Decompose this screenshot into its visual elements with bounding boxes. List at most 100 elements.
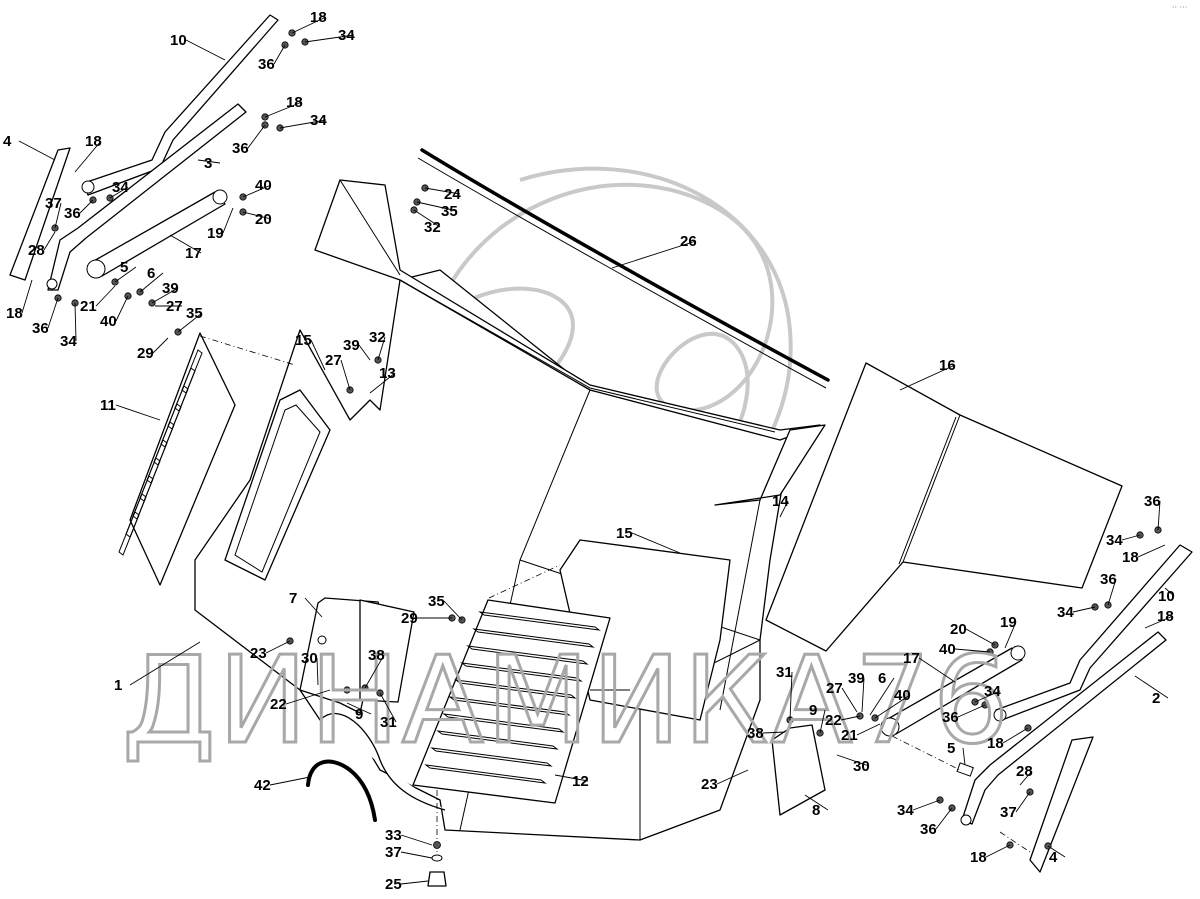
callout-11: 11 — [100, 397, 116, 414]
side-strip-14 — [714, 424, 826, 506]
callout-5b: 5 — [947, 740, 955, 757]
callout-36g: 36 — [1100, 571, 1117, 588]
leader-c-21a — [95, 285, 116, 307]
callout-37c: 37 — [1000, 804, 1017, 821]
callout-32a: 32 — [424, 219, 441, 236]
leader-c-8 — [804, 794, 829, 811]
callout-1: 1 — [114, 677, 122, 694]
leader-c-26 — [611, 240, 697, 269]
callout-37a: 37 — [45, 195, 62, 212]
callout-9b: 9 — [809, 702, 817, 719]
alignment-line — [199, 335, 296, 366]
callout-19a: 19 — [207, 225, 224, 242]
callout-32b: 32 — [369, 329, 386, 346]
arch-trim-42 — [306, 759, 377, 822]
leader-c-18f — [1144, 615, 1174, 629]
callout-36d: 36 — [32, 320, 49, 337]
callout-17b: 17 — [903, 650, 920, 667]
corner-mark: ·· ··· — [1172, 3, 1187, 12]
louvre-slat — [442, 713, 565, 733]
callout-27c: 27 — [826, 680, 843, 697]
bumper-stack — [427, 790, 447, 887]
leader-c-18a — [291, 16, 327, 34]
callout-38b: 38 — [747, 725, 764, 742]
callout-18f: 18 — [1157, 608, 1174, 625]
leader-c-18b — [264, 101, 303, 118]
leader-c-20b — [965, 628, 996, 646]
callout-17a: 17 — [185, 245, 202, 262]
callout-28b: 28 — [1016, 763, 1033, 780]
louvre-grille-11 — [118, 332, 236, 586]
leader-c-34b — [279, 119, 327, 129]
leader-c-34c — [109, 186, 129, 199]
leader-lines — [18, 16, 1175, 885]
leader-c-36h — [935, 807, 953, 830]
callout-34b: 34 — [310, 112, 327, 129]
leader-c-32a — [413, 209, 441, 228]
leader-c-15a — [310, 339, 326, 371]
leader-c-31b — [789, 671, 793, 721]
callout-25: 25 — [385, 876, 402, 893]
leader-c-33 — [400, 834, 433, 846]
leader-c-25 — [400, 880, 429, 885]
callout-33: 33 — [385, 827, 402, 844]
leader-c-32b — [377, 336, 386, 361]
leader-c-9b — [819, 709, 826, 734]
leader-c-6a — [139, 272, 164, 293]
bracket-4-right — [1029, 736, 1094, 873]
arm-10-left — [83, 14, 279, 196]
louvre-slat — [472, 628, 595, 648]
leader-c-29a — [152, 337, 169, 354]
callout-4a: 4 — [3, 133, 12, 150]
callout-40d: 40 — [939, 641, 956, 658]
callout-16: 16 — [939, 357, 956, 374]
weather-strip-26 — [417, 148, 830, 389]
louvre-grille-12 — [412, 599, 611, 804]
wheel-arch-cut — [319, 713, 446, 811]
callout-23b: 23 — [701, 776, 718, 793]
leader-c-34e — [974, 690, 1001, 703]
callout-36a: 36 — [258, 56, 275, 73]
callout-28a: 28 — [28, 242, 45, 259]
leader-c-38b — [762, 731, 786, 734]
louvre-slat — [430, 747, 553, 767]
leader-c-23b — [716, 769, 749, 785]
callout-36c: 36 — [64, 205, 81, 222]
callout-7: 7 — [289, 590, 297, 607]
leader-c-15b — [631, 532, 681, 554]
leader-c-21b — [856, 723, 881, 736]
callout-20a: 20 — [255, 211, 272, 228]
leader-c-12 — [554, 774, 589, 782]
callout-42: 42 — [254, 777, 271, 794]
callout-36e: 36 — [942, 709, 959, 726]
leader-c-40c — [874, 694, 911, 719]
callout-21a: 21 — [80, 298, 97, 315]
callout-20b: 20 — [950, 621, 967, 638]
leader-c-30a — [316, 657, 319, 686]
leader-c-10a — [185, 39, 226, 61]
callout-34d: 34 — [60, 333, 77, 350]
right-linkage — [880, 544, 1193, 873]
leader-c-20a — [242, 211, 272, 220]
louvre-slat — [118, 511, 140, 556]
louvre-slat — [424, 764, 547, 784]
hood-top-panel — [314, 179, 821, 441]
leader-c-35b — [416, 201, 458, 212]
callout-18g: 18 — [987, 735, 1004, 752]
leader-c-36c — [79, 199, 94, 214]
leader-c-28a — [43, 231, 56, 251]
leader-c-34d — [74, 302, 77, 342]
leader-c-4a — [18, 140, 56, 161]
louvre-slat — [478, 611, 601, 631]
louvre-slat — [454, 679, 577, 699]
callout-35c: 35 — [428, 593, 445, 610]
callout-6b: 6 — [878, 670, 886, 687]
callout-2: 2 — [1152, 690, 1160, 707]
louvre-slat — [460, 662, 583, 682]
leader-c-4b — [1047, 845, 1066, 858]
leader-c-27b — [340, 359, 351, 391]
callout-18h: 18 — [970, 849, 987, 866]
callout-18e: 18 — [1122, 549, 1139, 566]
